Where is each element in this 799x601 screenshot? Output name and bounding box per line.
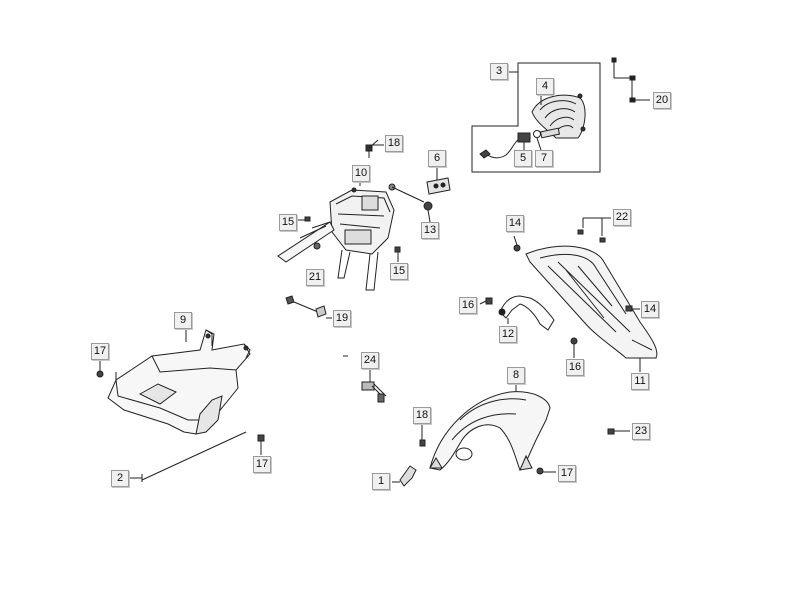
- callout-23: 23: [632, 423, 650, 440]
- callout-11: 11: [631, 373, 649, 390]
- underseat-tray-9: [96, 328, 251, 435]
- callout-19: 19: [333, 310, 351, 327]
- rod-2: [128, 431, 265, 482]
- callout-16-bottom: 16: [566, 359, 584, 376]
- plate-bracket-12: [498, 295, 555, 331]
- callout-18-top: 18: [385, 135, 403, 152]
- callout-3: 3: [490, 63, 508, 80]
- callout-22: 22: [613, 209, 631, 226]
- callout-14-top: 14: [506, 215, 524, 232]
- callout-1: 1: [372, 473, 390, 490]
- callout-17-left: 17: [91, 343, 109, 360]
- tail-light-inset: [471, 62, 601, 173]
- callout-2: 2: [111, 470, 129, 487]
- callout-9: 9: [174, 312, 192, 329]
- callout-12: 12: [499, 326, 517, 343]
- bracket-19: [285, 295, 332, 319]
- clamp-1: [392, 465, 417, 487]
- callout-14-right: 14: [641, 301, 659, 318]
- callout-17-fender: 17: [558, 465, 576, 482]
- callout-7: 7: [535, 150, 553, 167]
- callout-20: 20: [653, 92, 671, 109]
- callout-17-rod: 17: [253, 456, 271, 473]
- callout-15-left: 15: [279, 214, 297, 231]
- callout-18-bottom: 18: [413, 407, 431, 424]
- callout-5: 5: [514, 150, 532, 167]
- screw-20: [611, 57, 650, 103]
- front-fender-8: [419, 380, 630, 475]
- bolt-24: [343, 355, 387, 403]
- carrier-frame: [277, 139, 451, 291]
- callout-10: 10: [352, 165, 370, 182]
- callout-16-left: 16: [459, 297, 477, 314]
- callout-21: 21: [306, 269, 324, 286]
- callout-4: 4: [536, 78, 554, 95]
- rear-fender-11: [525, 245, 658, 372]
- callout-24: 24: [361, 352, 379, 369]
- callout-15-right: 15: [390, 263, 408, 280]
- callout-6: 6: [428, 150, 446, 167]
- screws-fender: [479, 217, 640, 358]
- callout-13: 13: [421, 222, 439, 239]
- callout-8: 8: [507, 367, 525, 384]
